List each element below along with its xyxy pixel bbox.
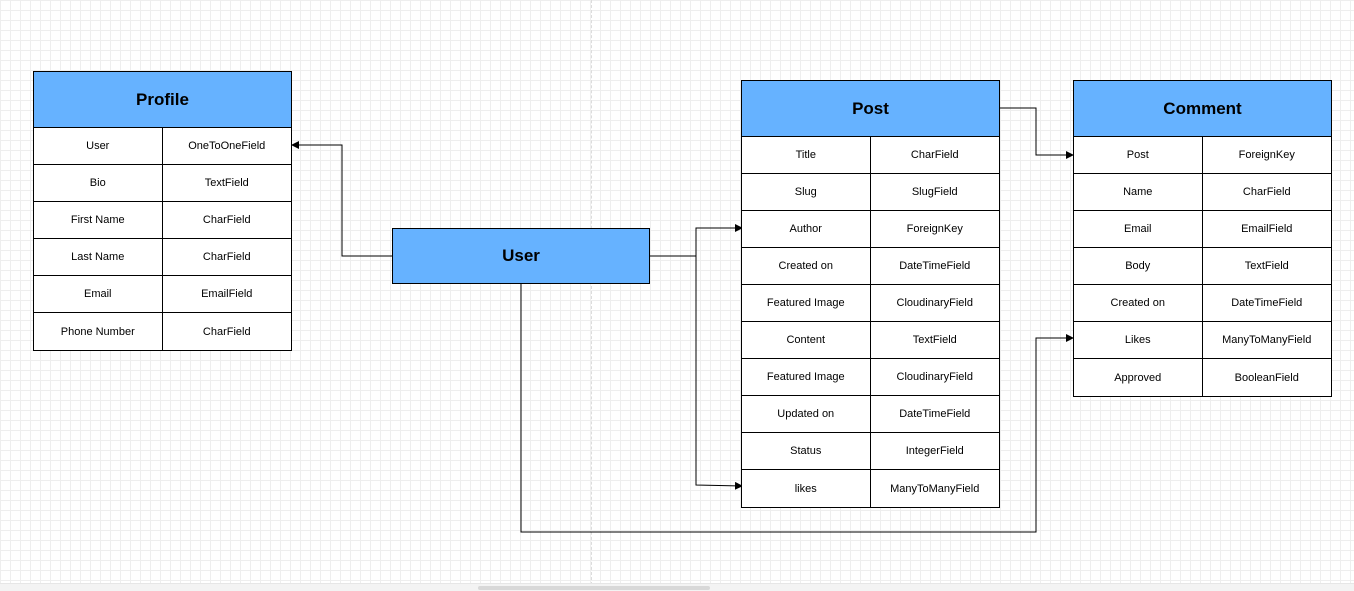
post-field-row[interactable]: Created on DateTimeField (742, 248, 999, 285)
comment-field-name: Post (1074, 137, 1203, 173)
comment-field-row[interactable]: Post ForeignKey (1074, 137, 1331, 174)
comment-field-type: DateTimeField (1231, 297, 1303, 309)
post-field-name: Title (742, 137, 871, 173)
comment-field-name: Created on (1074, 285, 1203, 321)
page-divider (591, 0, 592, 590)
profile-field-type: EmailField (201, 288, 253, 300)
profile-field-type: CharField (202, 325, 251, 338)
profile-field-row[interactable]: First Name CharField (34, 202, 291, 239)
connector-user-to-post-author (650, 224, 743, 257)
comment-field-type: CharField (1242, 186, 1291, 198)
profile-field-type: CharField (202, 214, 251, 226)
profile-field-row[interactable]: Email EmailField (34, 276, 291, 313)
post-field-type: CharField (910, 149, 959, 161)
profile-field-name: Phone Number (34, 313, 163, 350)
profile-field-row[interactable]: Last Name CharField (34, 239, 291, 276)
comment-entity-title: Comment (1074, 81, 1331, 137)
comment-field-type: EmailField (1241, 223, 1293, 235)
post-field-type: IntegerField (905, 445, 964, 457)
post-field-name: Status (742, 433, 871, 469)
post-field-row[interactable]: Title CharField (742, 137, 999, 174)
post-field-name: Created on (742, 248, 871, 284)
post-field-type: DateTimeField (899, 260, 971, 272)
comment-field-row[interactable]: Name CharField (1074, 174, 1331, 211)
profile-field-name: First Name (34, 202, 163, 238)
profile-field-row[interactable]: Bio TextField (34, 165, 291, 202)
post-field-row[interactable]: Featured Image CloudinaryField (742, 285, 999, 322)
post-field-row[interactable]: Slug SlugField (742, 174, 999, 211)
profile-field-type: OneToOneField (188, 140, 266, 152)
comment-field-name: Approved (1074, 359, 1203, 396)
profile-field-row[interactable]: User OneToOneField (34, 128, 291, 165)
post-field-name: likes (742, 470, 871, 507)
profile-field-name: Last Name (34, 239, 163, 275)
comment-field-row[interactable]: Likes ManyToManyField (1074, 322, 1331, 359)
post-field-row[interactable]: Featured Image CloudinaryField (742, 359, 999, 396)
comment-field-name: Email (1074, 211, 1203, 247)
profile-field-name: Email (34, 276, 163, 312)
post-field-name: Featured Image (742, 359, 871, 395)
comment-field-name: Likes (1074, 322, 1203, 358)
connector-user-to-post-likes (695, 256, 743, 490)
post-field-name: Content (742, 322, 871, 358)
profile-field-name: User (34, 128, 163, 164)
post-field-type: TextField (912, 334, 957, 346)
post-field-row[interactable]: Content TextField (742, 322, 999, 359)
profile-field-name: Bio (34, 165, 163, 201)
post-field-row[interactable]: Status IntegerField (742, 433, 999, 470)
comment-field-row[interactable]: Approved BooleanField (1074, 359, 1331, 396)
comment-field-type: ManyToManyField (1222, 334, 1312, 346)
post-field-row[interactable]: Updated on DateTimeField (742, 396, 999, 433)
connector-post-to-comment (1000, 107, 1074, 159)
post-field-type: CloudinaryField (896, 371, 973, 383)
comment-field-name: Body (1074, 248, 1203, 284)
user-entity[interactable]: User (392, 228, 650, 284)
scrollbar-thumb[interactable] (478, 586, 710, 590)
post-field-row[interactable]: Author ForeignKey (742, 211, 999, 248)
profile-field-type: CharField (202, 251, 251, 263)
comment-field-row[interactable]: Email EmailField (1074, 211, 1331, 248)
post-field-type: SlugField (911, 186, 958, 198)
comment-field-type: ForeignKey (1238, 149, 1295, 161)
profile-field-row[interactable]: Phone Number CharField (34, 313, 291, 350)
comment-field-row[interactable]: Created on DateTimeField (1074, 285, 1331, 322)
comment-field-row[interactable]: Body TextField (1074, 248, 1331, 285)
post-field-name: Author (742, 211, 871, 247)
post-field-type: CloudinaryField (896, 297, 973, 309)
post-field-name: Featured Image (742, 285, 871, 321)
comment-field-type: TextField (1244, 260, 1289, 272)
post-field-name: Updated on (742, 396, 871, 432)
post-entity-title: Post (742, 81, 999, 137)
connector-user-to-profile (291, 141, 392, 257)
comment-field-name: Name (1074, 174, 1203, 210)
post-field-type: DateTimeField (899, 408, 971, 420)
comment-field-type: BooleanField (1234, 371, 1299, 384)
profile-field-type: TextField (204, 177, 249, 189)
post-field-type: ForeignKey (906, 223, 963, 235)
post-field-type: ManyToManyField (890, 482, 980, 495)
post-field-name: Slug (742, 174, 871, 210)
post-field-row[interactable]: likes ManyToManyField (742, 470, 999, 507)
profile-entity-title: Profile (34, 72, 291, 128)
